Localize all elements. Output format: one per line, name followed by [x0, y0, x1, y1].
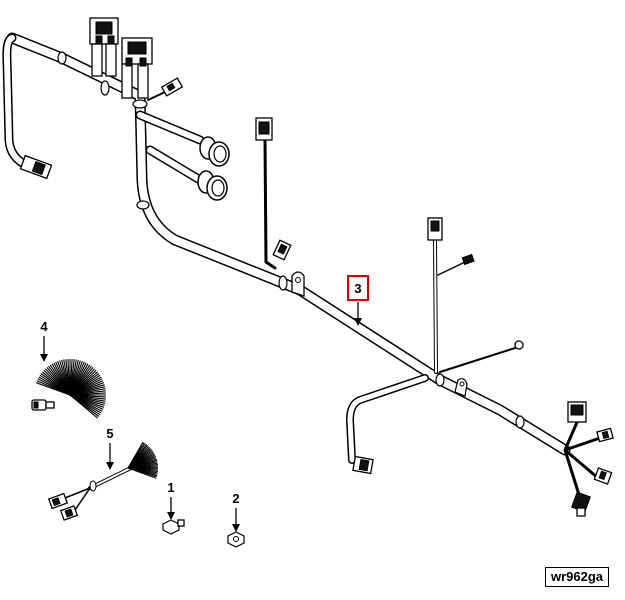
callout-4[interactable]: 4 [40, 319, 48, 362]
callout-1[interactable]: 1 [167, 480, 175, 520]
brush-bristle [69, 394, 98, 419]
callout-3[interactable]: 3 [347, 275, 369, 326]
small-lead-connector-top [147, 77, 184, 101]
left-end-connector [19, 154, 53, 180]
harness-bands [57, 51, 525, 429]
vertical-lead-connector-left [255, 117, 292, 270]
ring-terminal-lead [439, 340, 524, 373]
mounting-tab [291, 271, 468, 397]
part-1-screw [162, 519, 185, 535]
vertical-lead-connector-right [427, 217, 475, 374]
right-end-connectors [567, 401, 614, 517]
harness-trunk [2, 32, 602, 500]
callout-5-label: 5 [106, 426, 113, 441]
lower-branch-connector [352, 455, 374, 475]
top-connector-block-a [89, 17, 119, 77]
round-connector-upper [199, 136, 230, 167]
part-2-nut [227, 531, 245, 548]
callout-2[interactable]: 2 [232, 491, 240, 532]
figure-reference-label: wr962ga [545, 567, 609, 587]
brush-bristle [127, 467, 157, 479]
part-5-lead-assembly [47, 464, 137, 521]
callout-3-label: 3 [354, 281, 361, 296]
callout-5[interactable]: 5 [106, 426, 114, 470]
callout-4-label: 4 [40, 319, 48, 334]
part-4-brush-grommet [36, 359, 106, 419]
top-connector-block-b [121, 37, 153, 99]
part-5-brush [127, 441, 159, 479]
part-4-screw [31, 399, 55, 411]
callout-1-label: 1 [167, 480, 174, 495]
callout-2-label: 2 [232, 491, 239, 506]
round-connector-lower [197, 170, 228, 201]
